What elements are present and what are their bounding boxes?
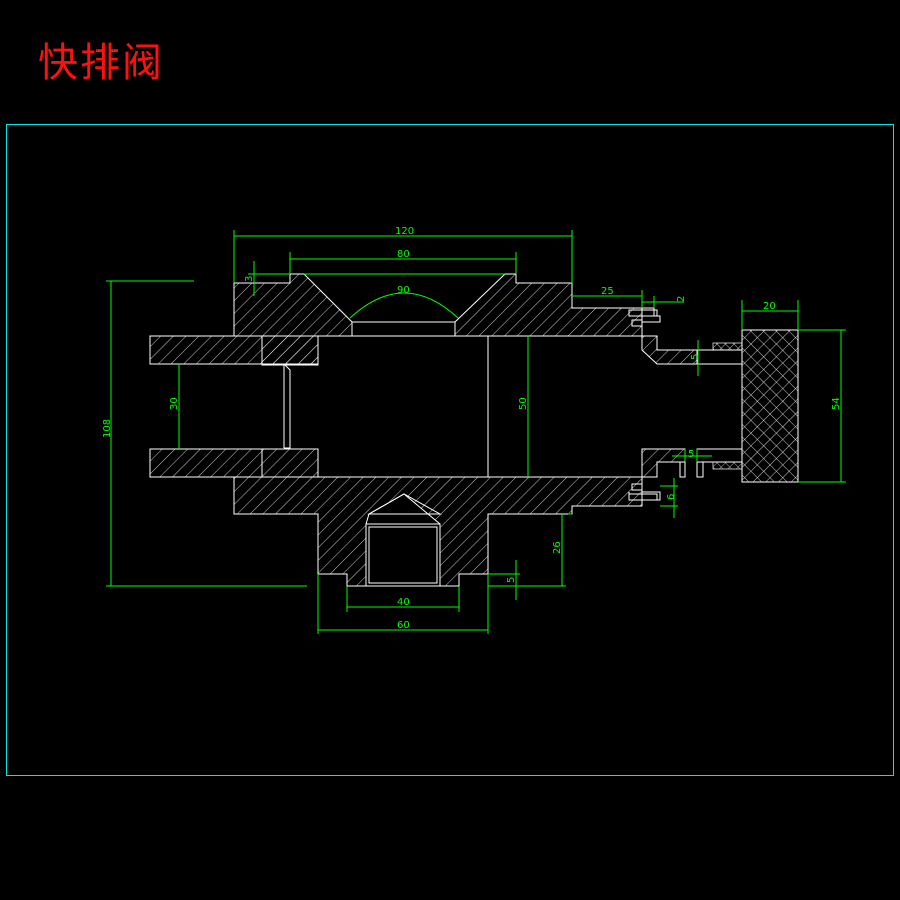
dim-60: 60: [397, 620, 410, 631]
lower-left-insert: [261, 448, 319, 478]
dim-54: 54: [831, 397, 842, 410]
drawing-frame: [6, 124, 894, 776]
dim-5a: 5: [690, 354, 701, 360]
dim-90: 90: [397, 285, 410, 296]
dim-3: 3: [244, 276, 255, 282]
upper-left-flange: [149, 335, 263, 365]
lower-left-flange: [149, 448, 263, 478]
dim-50: 50: [518, 397, 529, 410]
dim-5b: 5: [688, 449, 694, 460]
dim-30: 30: [169, 397, 180, 410]
dim-40: 40: [397, 597, 410, 608]
dim-120: 120: [395, 226, 414, 237]
upper-right-body: [454, 273, 643, 337]
dim-5c: 5: [506, 577, 517, 583]
dim-26: 26: [552, 541, 563, 554]
lower-body-section: [233, 476, 643, 587]
dim-6: 6: [666, 494, 677, 500]
dim-108: 108: [102, 419, 113, 438]
dim-25: 25: [601, 286, 614, 297]
upper-left-insert: [261, 335, 319, 365]
drawing-title: 快排阀: [38, 40, 164, 86]
knob: [741, 329, 799, 483]
dim-80: 80: [397, 249, 410, 260]
dim-20: 20: [763, 301, 776, 312]
dim-2: 2: [676, 296, 687, 302]
